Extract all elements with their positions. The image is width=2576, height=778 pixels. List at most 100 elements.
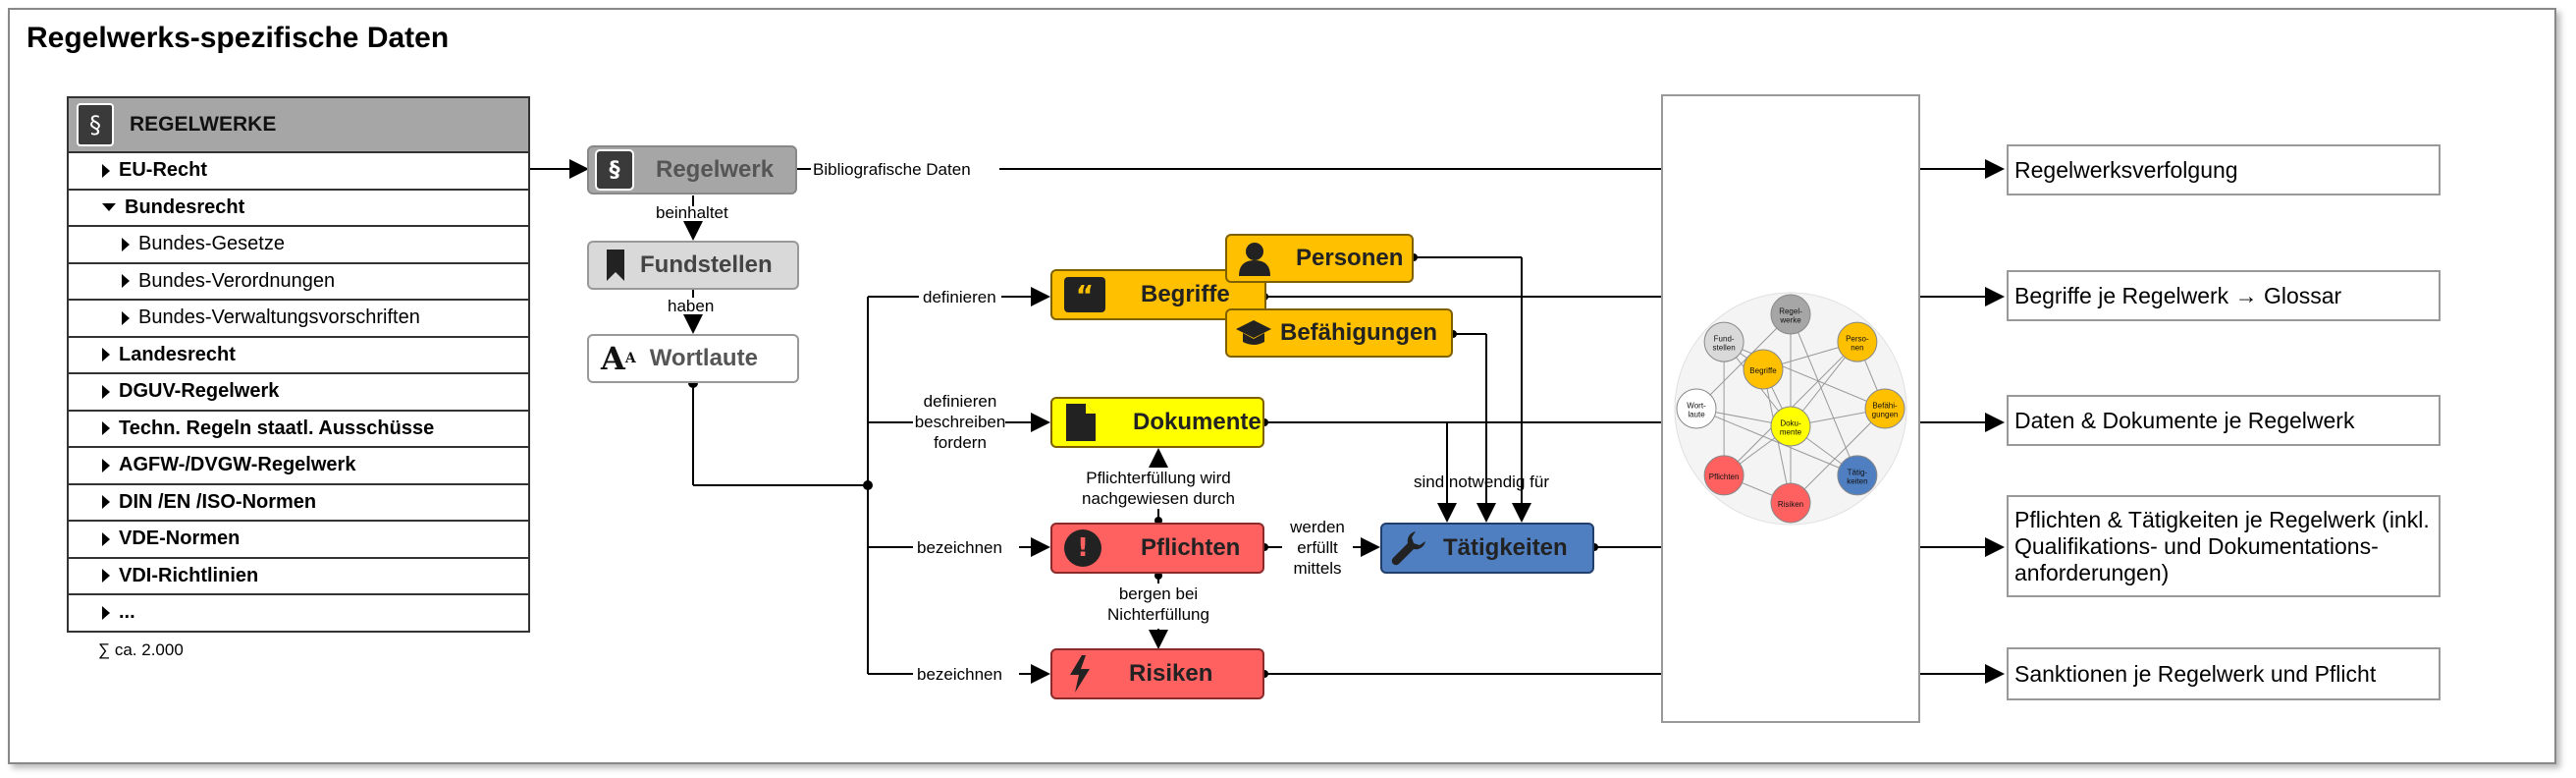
tree-item[interactable]: Bundes-Verordnungen xyxy=(69,264,528,301)
caret-right-icon[interactable] xyxy=(102,605,110,620)
edge-label-werden: werden xyxy=(1290,518,1345,536)
tree-item-label: Landesrecht xyxy=(119,343,236,365)
tree-item[interactable]: Landesrecht xyxy=(69,338,528,374)
output-regelwerksverfolgung: Regelwerksverfolgung xyxy=(2007,144,2441,195)
network-node-label: laute xyxy=(1688,411,1705,419)
network-node: Doku-mente xyxy=(1770,406,1811,447)
node-dokumente: Dokumente xyxy=(1050,397,1264,448)
graduation-cap-icon xyxy=(1236,320,1271,345)
node-begriffe-label: Begriffe xyxy=(1141,281,1230,307)
tree-item-label: ... xyxy=(119,601,135,624)
edge-label-haben: haben xyxy=(668,297,715,315)
caret-right-icon[interactable] xyxy=(102,421,110,436)
network-node-label: mente xyxy=(1780,428,1802,437)
node-pflichten-label: Pflichten xyxy=(1141,534,1241,561)
edge-label-erfuellt: erfüllt xyxy=(1297,538,1338,557)
network-graph: Regel-werkePerso-nenBefähi-gungenTätig-k… xyxy=(1674,292,1907,526)
network-node-label: werke xyxy=(1779,316,1801,325)
edge-label-notwendig: sind notwendig für xyxy=(1414,472,1549,491)
network-node-label: Befähi- xyxy=(1872,402,1898,411)
node-dokumente-label: Dokumente xyxy=(1133,409,1261,435)
network-node-label: Pflichten xyxy=(1709,472,1740,481)
tree-item[interactable]: VDE-Normen xyxy=(69,522,528,559)
bookmark-icon xyxy=(607,250,624,281)
network-node-label: Regel- xyxy=(1779,307,1802,316)
caret-right-icon[interactable] xyxy=(102,569,110,584)
node-befaehigungen-label: Befähigungen xyxy=(1280,319,1437,346)
edge-label-fordern: fordern xyxy=(934,433,987,452)
tree-item-label: VDI-Richtlinien xyxy=(119,564,259,586)
network-node: Befähi-gungen xyxy=(1864,388,1905,429)
edge-label-pflichterfuellung-1: Pflichterfüllung wird xyxy=(1086,469,1231,487)
node-regelwerk-label: Regelwerk xyxy=(656,156,775,183)
caret-right-icon[interactable] xyxy=(102,495,110,510)
output-sanktionen: Sanktionen je Regelwerk und Pflicht xyxy=(2007,647,2441,700)
caret-down-icon[interactable] xyxy=(102,203,116,212)
edge-label-werden-erfuellt: werden erfüllt mittels xyxy=(1282,517,1353,579)
caret-right-icon[interactable] xyxy=(102,458,110,472)
quote-icon: “ xyxy=(1064,277,1105,312)
tree-item[interactable]: ... xyxy=(69,595,528,631)
network-node-label: Risiken xyxy=(1778,500,1803,509)
node-begriffe: “ Begriffe xyxy=(1050,269,1266,320)
tree-item[interactable]: Bundes-Verwaltungsvorschriften xyxy=(69,301,528,338)
network-node: Pflichten xyxy=(1703,455,1744,496)
network-node: Perso-nen xyxy=(1837,321,1878,362)
tree-item[interactable]: EU-Recht xyxy=(69,153,528,191)
tree-item-label: VDE-Normen xyxy=(119,528,241,550)
network-node-label: Fund- xyxy=(1714,335,1735,344)
document-icon xyxy=(1066,404,1096,441)
tree-item-label: EU-Recht xyxy=(119,159,208,182)
exclamation-icon: ! xyxy=(1064,529,1101,567)
node-risiken-label: Risiken xyxy=(1129,660,1213,687)
edge-label-bergen-1: bergen bei xyxy=(1118,584,1199,603)
tree-item-label: Techn. Regeln staatl. Ausschüsse xyxy=(119,417,435,439)
network-node: Regel-werke xyxy=(1770,294,1811,335)
edge-label-beschreiben: beschreiben xyxy=(914,413,1006,431)
network-node: Begriffe xyxy=(1743,349,1784,390)
node-pflichten: ! Pflichten xyxy=(1050,523,1264,574)
caret-right-icon[interactable] xyxy=(122,310,130,325)
network-node: Risiken xyxy=(1770,482,1811,524)
caret-right-icon[interactable] xyxy=(102,348,110,362)
tree-item-label: DIN /EN /ISO-Normen xyxy=(119,490,317,513)
total-count: ∑ ca. 2.000 xyxy=(98,640,184,659)
page-title: Regelwerks-spezifische Daten xyxy=(27,22,450,54)
tree-item[interactable]: VDI-Richtlinien xyxy=(69,559,528,595)
caret-right-icon[interactable] xyxy=(122,237,130,251)
edge-label-bezeichnen-risiken: bezeichnen xyxy=(917,665,1002,684)
network-edge xyxy=(1790,313,1858,476)
network-node-label: gungen xyxy=(1872,411,1899,419)
edge-label-dokumente-group: definieren beschreiben fordern xyxy=(913,391,1007,453)
person-icon xyxy=(1239,243,1270,276)
network-node: Tätig-keiten xyxy=(1837,455,1878,496)
network-edge xyxy=(1695,313,1792,410)
wrench-icon xyxy=(1391,531,1425,566)
output-pflichten-taetigkeiten: Pflichten & Tätigkeiten je Regelwerk (in… xyxy=(2007,495,2441,597)
caret-right-icon[interactable] xyxy=(102,531,110,546)
caret-right-icon[interactable] xyxy=(122,274,130,289)
output-begriffe-glossar: Begriffe je Regelwerk → Glossar xyxy=(2007,270,2441,321)
node-fundstellen-label: Fundstellen xyxy=(640,251,773,278)
tree-item[interactable]: AGFW-/DVGW-Regelwerk xyxy=(69,448,528,485)
paragraph-icon: § xyxy=(77,103,114,146)
tree-item[interactable]: Bundesrecht xyxy=(69,191,528,227)
tree-item[interactable]: Techn. Regeln staatl. Ausschüsse xyxy=(69,412,528,448)
paragraph-icon: § xyxy=(595,149,634,191)
network-node: Wort-laute xyxy=(1676,388,1717,429)
network-node-label: Perso- xyxy=(1846,335,1869,344)
edge-label-bergen: bergen bei Nichterfüllung xyxy=(1090,584,1227,625)
regelwerke-header[interactable]: § REGELWERKE xyxy=(69,98,528,153)
tree-item-label: AGFW-/DVGW-Regelwerk xyxy=(119,454,356,476)
edge-label-bergen-2: Nichterfüllung xyxy=(1107,605,1209,624)
caret-right-icon[interactable] xyxy=(102,384,110,399)
tree-item[interactable]: DGUV-Regelwerk xyxy=(69,374,528,412)
tree-item[interactable]: Bundes-Gesetze xyxy=(69,227,528,264)
edge-label-bezeichnen-pflichten: bezeichnen xyxy=(917,538,1002,557)
caret-right-icon[interactable] xyxy=(102,163,110,178)
tree-item[interactable]: DIN /EN /ISO-Normen xyxy=(69,485,528,522)
node-fundstellen: Fundstellen xyxy=(587,241,799,290)
